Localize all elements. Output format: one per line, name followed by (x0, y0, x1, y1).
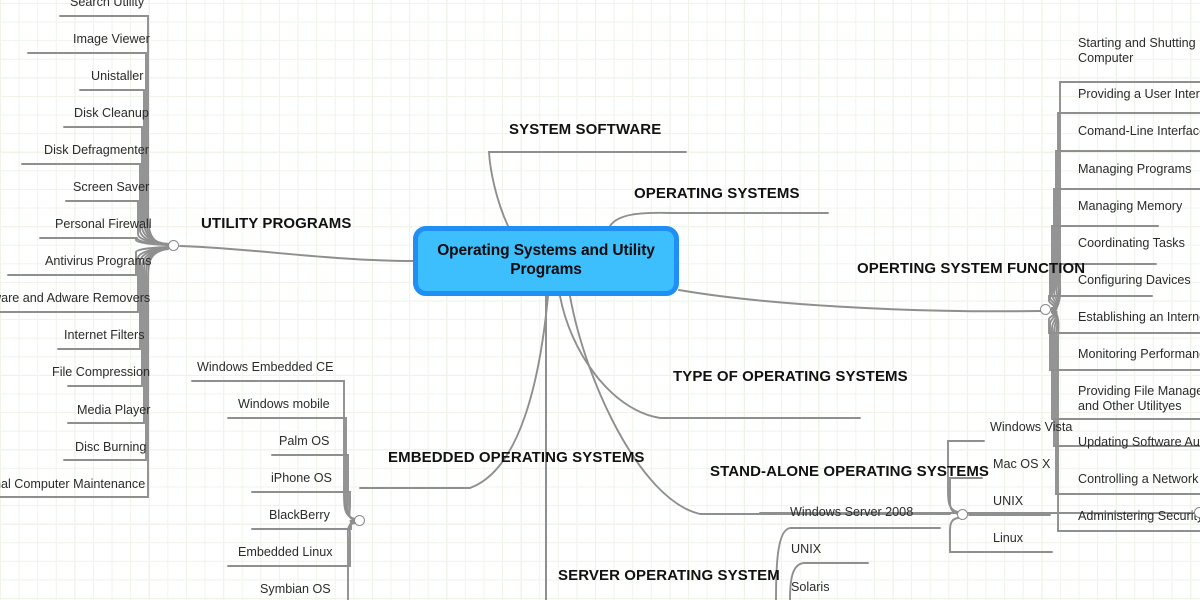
leaf-media-player[interactable]: Media Player (77, 403, 151, 417)
leaf-file-compression[interactable]: File Compression (52, 365, 150, 379)
leaf-palm-os[interactable]: Palm OS (279, 434, 330, 448)
leaf-solaris[interactable]: Solaris (791, 580, 830, 594)
leaf-windows-vista[interactable]: Windows Vista (990, 420, 1073, 434)
leaf-managing-programs[interactable]: Managing Programs (1078, 162, 1192, 176)
leaf-screen-saver[interactable]: Screen Saver (73, 180, 150, 194)
root-node-label: Operating Systems and Utility Programs (437, 242, 655, 278)
knob-os-function[interactable] (1040, 304, 1051, 315)
leaf-disk-cleanup[interactable]: Disk Cleanup (74, 106, 149, 120)
branch-operating-systems[interactable]: OPERATING SYSTEMS (634, 185, 800, 202)
leaf-command-line-interface[interactable]: Comand-Line Interface (1078, 124, 1200, 138)
leaf-iphone-os[interactable]: iPhone OS (271, 471, 332, 485)
leaf-spyware-adware-removers[interactable]: ware and Adware Removers (0, 291, 151, 305)
leaf-disc-burning[interactable]: Disc Burning (75, 440, 147, 454)
branch-embedded-os[interactable]: EMBEDDED OPERATING SYSTEMS (388, 449, 645, 466)
branch-type-of-os[interactable]: TYPE OF OPERATING SYSTEMS (673, 368, 908, 385)
leaf-embedded-linux[interactable]: Embedded Linux (238, 545, 333, 559)
branch-utility-programs[interactable]: UTILITY PROGRAMS (201, 215, 352, 232)
leaf-unix-standalone[interactable]: UNIX (993, 494, 1024, 508)
leaf-mac-os-x[interactable]: Mac OS X (993, 457, 1051, 471)
knob-embedded-os[interactable] (354, 515, 365, 526)
leaf-symbian-os[interactable]: Symbian OS (260, 582, 331, 596)
leaf-search-utility[interactable]: Search Utility (70, 0, 145, 9)
knob-standalone-os[interactable] (957, 509, 968, 520)
leaf-unix-server[interactable]: UNIX (791, 542, 822, 556)
leaf-image-viewer[interactable]: Image Viewer (73, 32, 150, 46)
root-node[interactable]: Operating Systems and Utility Programs (413, 226, 679, 296)
knob-utility-programs[interactable] (168, 240, 179, 251)
leaf-controlling-network[interactable]: Controlling a Network (1078, 472, 1199, 486)
leaf-personal-firewall[interactable]: Personal Firewall (55, 217, 152, 231)
leaf-managing-memory[interactable]: Managing Memory (1078, 199, 1183, 213)
leaf-blackberry[interactable]: BlackBerry (269, 508, 330, 522)
leaf-antivirus-programs[interactable]: Antivirus Programs (45, 254, 152, 268)
leaf-windows-embedded-ce[interactable]: Windows Embedded CE (197, 360, 334, 374)
leaf-providing-file-management-line1[interactable]: Providing File Managem (1078, 384, 1200, 398)
leaf-monitoring-performance[interactable]: Monitoring Performance (1078, 347, 1200, 361)
leaf-administering-security[interactable]: Administering Security (1078, 509, 1200, 523)
branch-server-os[interactable]: SERVER OPERATING SYSTEM (558, 567, 780, 584)
leaf-starting-shutting-down-computer-line1[interactable]: Starting and Shutting D (1078, 36, 1200, 50)
leaf-providing-user-interface[interactable]: Providing a User Interfa (1078, 87, 1200, 101)
branch-os-function[interactable]: OPERTING SYSTEM FUNCTION (857, 260, 1086, 277)
knob-server-os[interactable] (1194, 507, 1200, 518)
branch-standalone-os[interactable]: STAND-ALONE OPERATING SYSTEMS (710, 463, 990, 480)
leaf-updating-software-automatically[interactable]: Updating Software Aut (1078, 435, 1200, 449)
leaf-configuring-devices[interactable]: Configuring Davices (1078, 273, 1191, 287)
branch-system-software[interactable]: SYSTEM SOFTWARE (509, 121, 662, 138)
leaf-personal-computer-maintenance[interactable]: nal Computer Maintenance (0, 477, 146, 491)
leaf-windows-server-2008[interactable]: Windows Server 2008 (790, 505, 914, 519)
leaf-internet-filters[interactable]: Internet Filters (64, 328, 145, 342)
leaf-unistaller[interactable]: Unistaller (91, 69, 144, 83)
leaf-coordinating-tasks[interactable]: Coordinating Tasks (1078, 236, 1185, 250)
leaf-establishing-internet[interactable]: Establishing an Internet (1078, 310, 1200, 324)
leaf-disk-defragmenter[interactable]: Disk Defragmenter (44, 143, 149, 157)
leaf-starting-shutting-down-computer-line2[interactable]: Computer (1078, 51, 1134, 65)
leaf-providing-file-management-line2[interactable]: and Other Utilityes (1078, 399, 1182, 413)
leaf-linux[interactable]: Linux (993, 531, 1024, 545)
leaf-windows-mobile[interactable]: Windows mobile (238, 397, 330, 411)
